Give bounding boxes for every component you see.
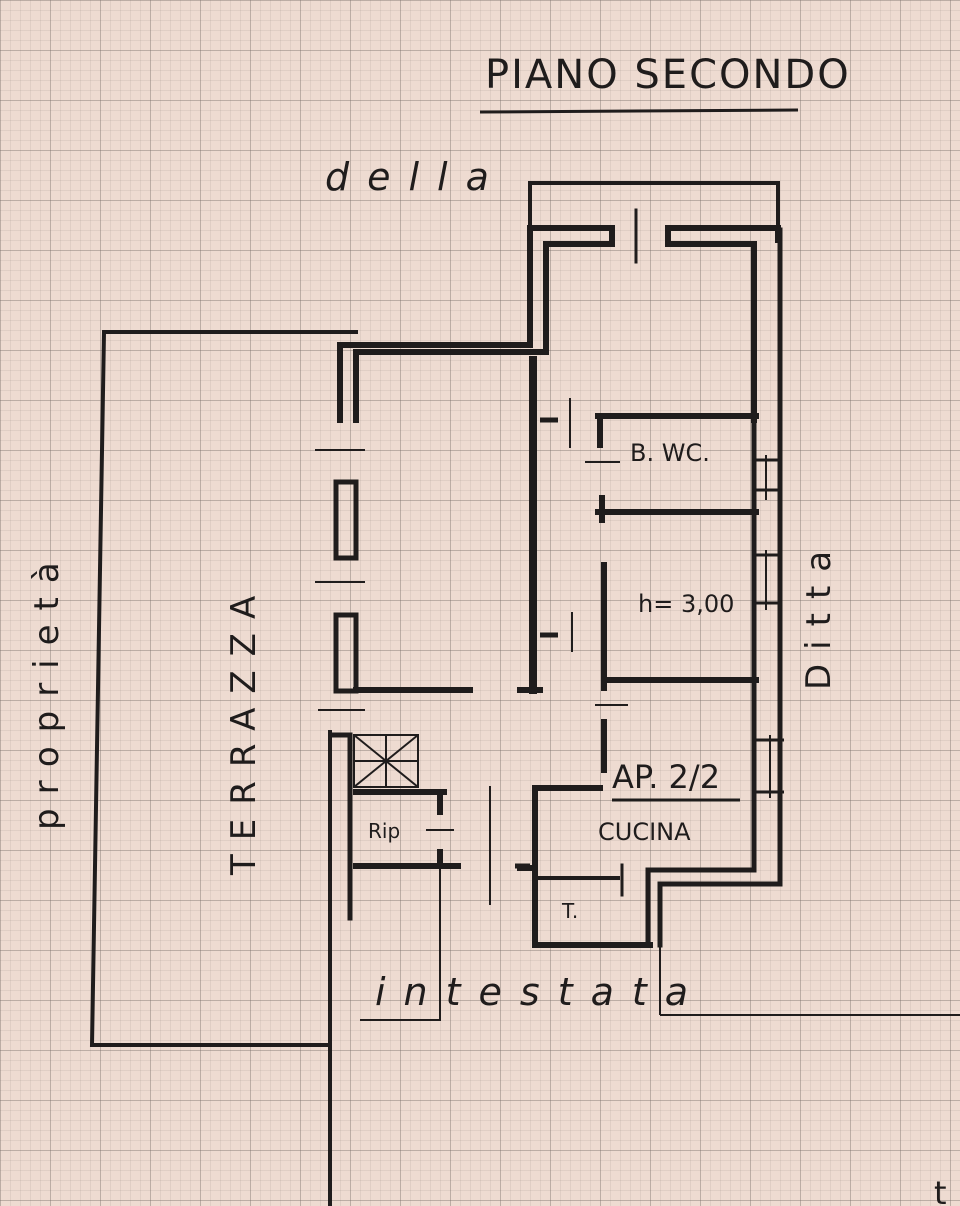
plan-title: PIANO SECONDO (485, 52, 851, 98)
title-underline (479, 108, 799, 114)
bathroom-label: B. WC. (630, 439, 710, 467)
boundary-word-right: Ditta (799, 537, 839, 690)
boundary-word-left: proprietà (27, 548, 67, 830)
boundary-word-bottom: intestata (375, 970, 706, 1014)
storage-label: Rip (368, 819, 400, 843)
boundary-word-top: della (325, 155, 507, 199)
door-marks (315, 398, 628, 905)
ceiling-height-label: h= 3,00 (638, 590, 734, 618)
terrace-outline (89, 330, 358, 1047)
terrace-label: TERRAZZA (224, 582, 264, 876)
small-room-label: T. (561, 899, 578, 923)
window-marks (754, 455, 784, 798)
margin-mark: t (934, 1174, 947, 1206)
apartment-label: AP. 2/2 (612, 758, 720, 796)
apartment-walls (331, 181, 783, 1021)
kitchen-label: CUCINA (598, 818, 691, 846)
stair-symbol (353, 734, 419, 788)
